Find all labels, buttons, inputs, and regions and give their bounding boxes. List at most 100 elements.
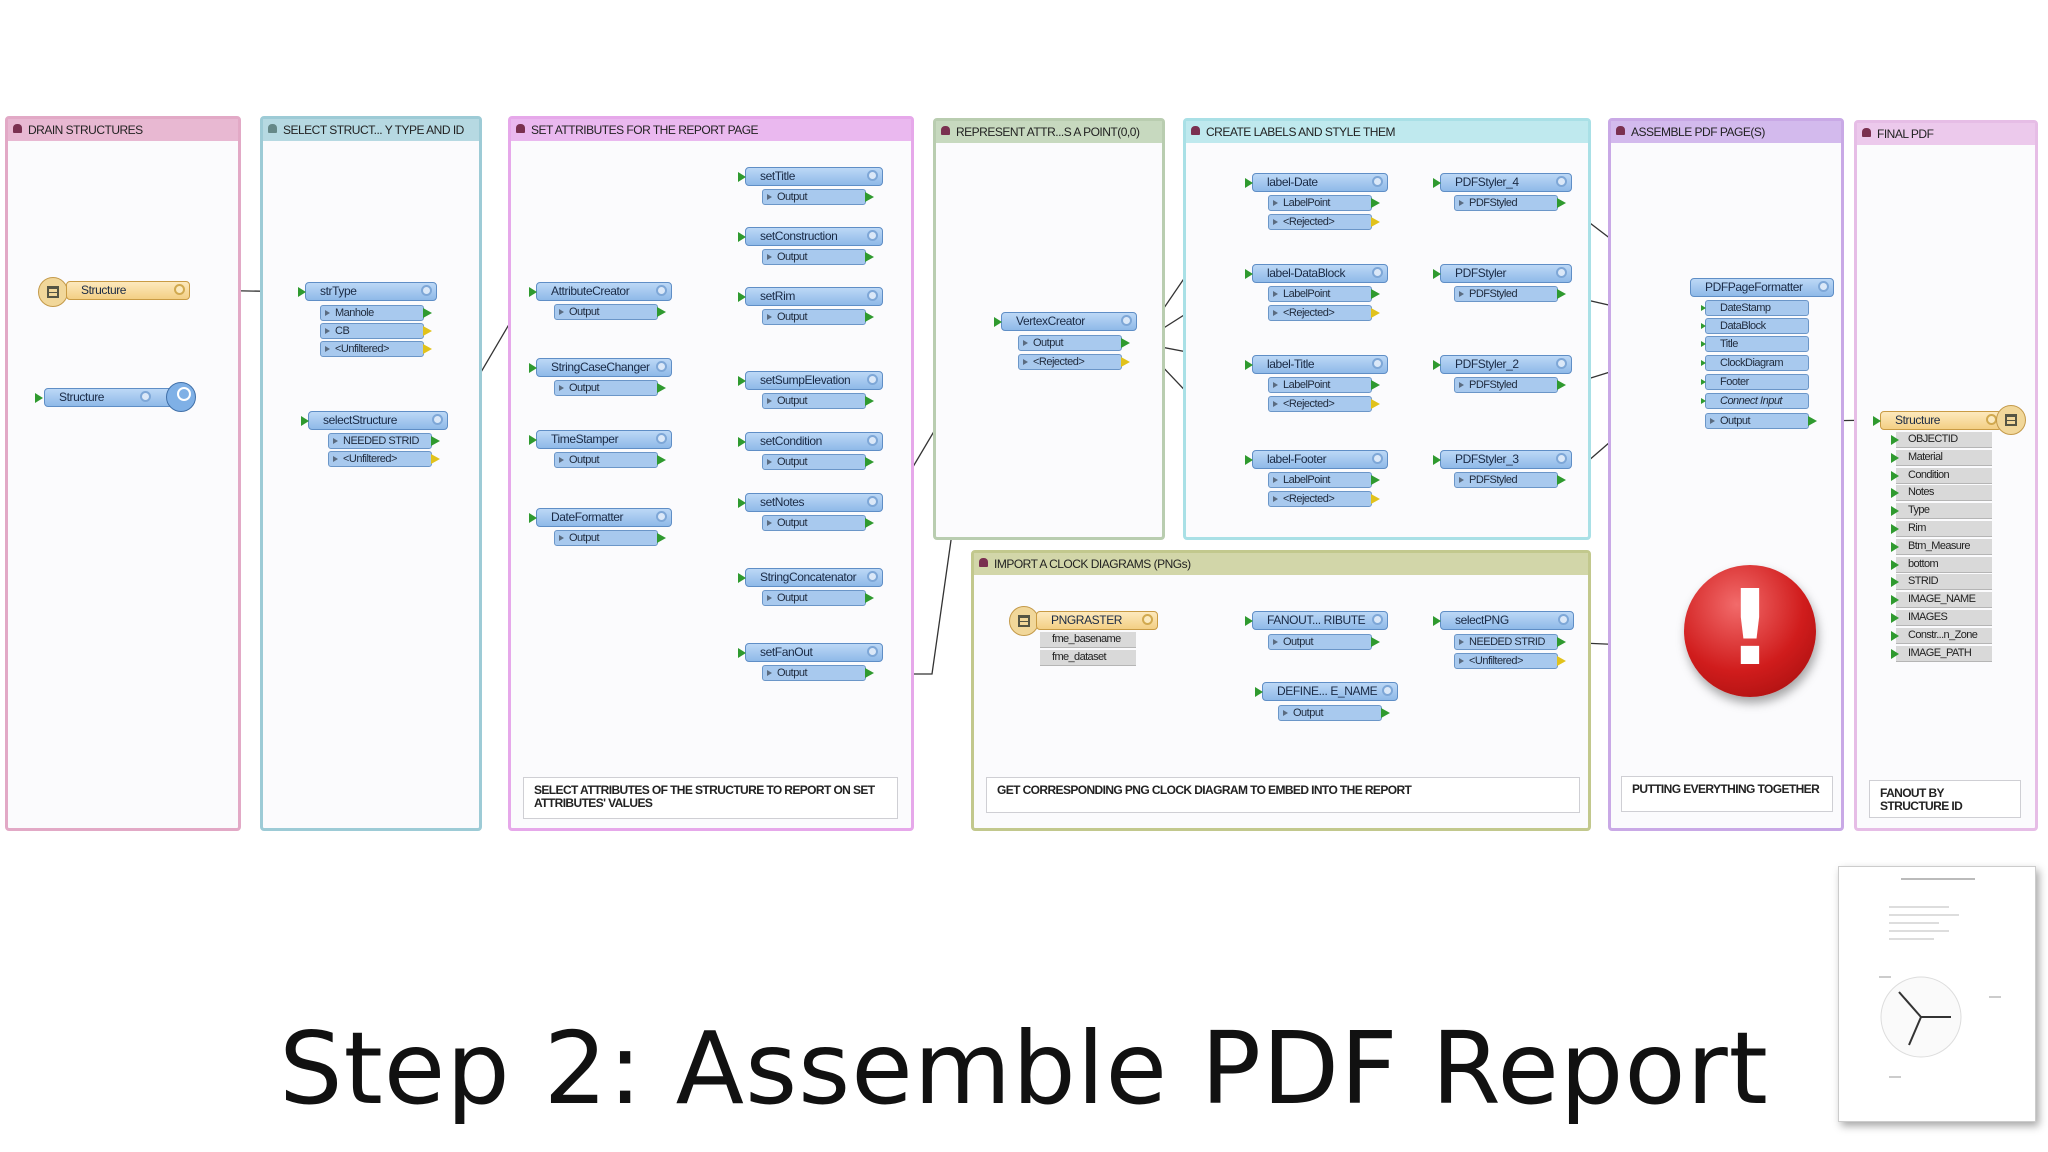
- output-port[interactable]: [865, 396, 874, 406]
- writer-attribute[interactable]: bottom: [1891, 556, 1992, 573]
- input-port[interactable]: [1891, 435, 1899, 445]
- gear-icon[interactable]: [1372, 267, 1383, 278]
- writer-attribute[interactable]: Constr...n_Zone: [1891, 627, 1992, 644]
- input-port[interactable]: [1891, 506, 1899, 517]
- port-labelpoint[interactable]: LabelPoint: [1268, 377, 1380, 393]
- output-port[interactable]: [1371, 637, 1380, 647]
- output-port[interactable]: [1371, 289, 1380, 299]
- input-port[interactable]: [301, 416, 309, 426]
- output-port[interactable]: [1557, 289, 1566, 299]
- gear-icon[interactable]: [1372, 614, 1383, 625]
- transformer-PDFStyler[interactable]: PDFStyler: [1433, 264, 1572, 283]
- output-port[interactable]: [1557, 637, 1566, 647]
- gear-icon[interactable]: [1558, 614, 1569, 625]
- output-port[interactable]: [431, 436, 440, 446]
- bookmark-annotation[interactable]: SELECT ATTRIBUTES OF THE STRUCTURE TO RE…: [523, 777, 898, 819]
- gear-icon[interactable]: [867, 230, 878, 241]
- magnifier-icon[interactable]: [166, 382, 196, 412]
- input-port[interactable]: [1433, 178, 1441, 188]
- input-port[interactable]: [298, 287, 306, 297]
- writer-attribute[interactable]: Material: [1891, 449, 1992, 466]
- input-port[interactable]: [1891, 595, 1899, 606]
- input-port[interactable]: [1873, 416, 1881, 426]
- transformer-setRim[interactable]: setRim: [738, 287, 883, 306]
- port-output[interactable]: Output: [762, 590, 874, 606]
- port-output[interactable]: Output: [762, 309, 874, 325]
- output-port[interactable]: [1557, 656, 1566, 666]
- output-port[interactable]: [1371, 308, 1380, 318]
- input-port[interactable]: [529, 363, 537, 373]
- gear-icon[interactable]: [1818, 281, 1829, 292]
- input-port[interactable]: [1245, 455, 1253, 465]
- transformer-FANOUT-RIBUTE[interactable]: FANOUT... RIBUTE: [1245, 611, 1388, 630]
- gear-icon[interactable]: [1372, 453, 1383, 464]
- port-output[interactable]: Output: [762, 454, 874, 470]
- port-output[interactable]: Output: [554, 530, 666, 546]
- port-clockdiagram[interactable]: ClockDiagram: [1701, 355, 1809, 371]
- output-port[interactable]: [1371, 494, 1380, 504]
- transformer-label-Title[interactable]: label-Title: [1245, 355, 1388, 374]
- output-port[interactable]: [1381, 708, 1390, 718]
- output-port[interactable]: [865, 312, 874, 322]
- transformer-setSumpElevation[interactable]: setSumpElevation: [738, 371, 883, 390]
- port-output[interactable]: Output: [762, 249, 874, 265]
- output-port[interactable]: [657, 455, 666, 465]
- output-port[interactable]: [865, 192, 874, 202]
- output-port[interactable]: [1121, 357, 1130, 367]
- gear-icon[interactable]: [1372, 176, 1383, 187]
- output-port[interactable]: [1371, 475, 1380, 485]
- input-port[interactable]: [738, 172, 746, 182]
- output-port[interactable]: [423, 344, 432, 354]
- output-port[interactable]: [1121, 338, 1130, 348]
- reader-icon[interactable]: [1009, 606, 1039, 636]
- port-rejected[interactable]: <Rejected>: [1268, 396, 1380, 412]
- gear-icon[interactable]: [1556, 358, 1567, 369]
- port-pdfstyled[interactable]: PDFStyled: [1454, 195, 1566, 211]
- port-pdfstyled[interactable]: PDFStyled: [1454, 472, 1566, 488]
- port-output[interactable]: Output: [554, 452, 666, 468]
- writer-icon[interactable]: [1996, 405, 2026, 435]
- transformer-selectPNG[interactable]: selectPNG: [1433, 611, 1574, 630]
- input-port[interactable]: [529, 513, 537, 523]
- input-port[interactable]: [738, 292, 746, 302]
- transformer-PDFStyler-4[interactable]: PDFStyler_4: [1433, 173, 1572, 192]
- port-pdfstyled[interactable]: PDFStyled: [1454, 286, 1566, 302]
- output-port[interactable]: [423, 326, 432, 336]
- input-port[interactable]: [1245, 269, 1253, 279]
- transformer-strType[interactable]: strType: [298, 282, 437, 301]
- gear-icon[interactable]: [867, 374, 878, 385]
- port-pdfstyled[interactable]: PDFStyled: [1454, 377, 1566, 393]
- writer-attribute[interactable]: STRID: [1891, 574, 1992, 591]
- inspector-structure[interactable]: Structure: [35, 388, 174, 407]
- input-port[interactable]: [1891, 613, 1899, 623]
- port-labelpoint[interactable]: LabelPoint: [1268, 472, 1380, 488]
- output-port[interactable]: [657, 307, 666, 317]
- transformer-TimeStamper[interactable]: TimeStamper: [529, 430, 672, 449]
- port-output[interactable]: Output: [1268, 634, 1380, 650]
- port-rejected[interactable]: <Rejected>: [1018, 354, 1130, 370]
- writer-attribute[interactable]: Condition: [1891, 467, 1992, 484]
- transformer-PDFStyler-3[interactable]: PDFStyler_3: [1433, 450, 1572, 469]
- input-port[interactable]: [529, 287, 537, 297]
- output-port[interactable]: [865, 668, 874, 678]
- port-labelpoint[interactable]: LabelPoint: [1268, 286, 1380, 302]
- input-port[interactable]: [738, 376, 746, 386]
- output-port[interactable]: [1371, 380, 1380, 390]
- output-port[interactable]: [865, 593, 874, 603]
- output-port[interactable]: [865, 252, 874, 262]
- input-port[interactable]: [738, 498, 746, 508]
- reader-structure[interactable]: Structure: [66, 281, 190, 300]
- input-port[interactable]: [738, 573, 746, 583]
- input-port[interactable]: [738, 232, 746, 242]
- transformer-setTitle[interactable]: setTitle: [738, 167, 883, 186]
- port-datablock[interactable]: DataBlock: [1701, 318, 1809, 334]
- output-port[interactable]: [431, 454, 440, 464]
- input-port[interactable]: [1891, 630, 1899, 641]
- bookmark-set-attributes[interactable]: SET ATTRIBUTES FOR THE REPORT PAGE SELEC…: [508, 116, 914, 831]
- input-port[interactable]: [1891, 452, 1899, 463]
- input-port[interactable]: [1433, 455, 1441, 465]
- input-port[interactable]: [1245, 360, 1253, 370]
- output-port[interactable]: [1557, 380, 1566, 390]
- transformer-label-Date[interactable]: label-Date: [1245, 173, 1388, 192]
